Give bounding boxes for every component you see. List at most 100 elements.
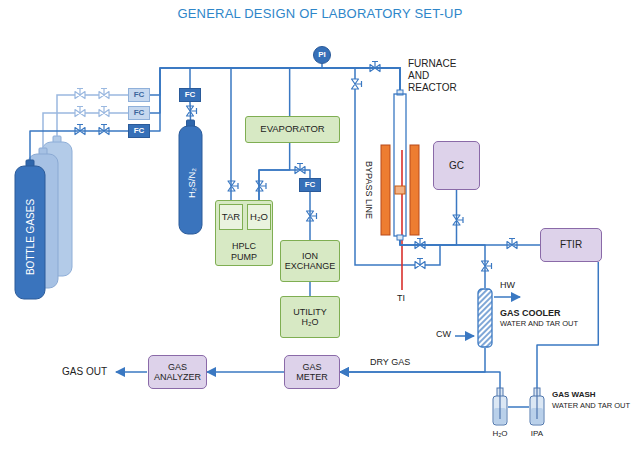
valve-symbol [99, 89, 109, 99]
reactor-tube [394, 94, 406, 236]
node-text: FC [134, 109, 145, 117]
flow-controller-box: FC [128, 88, 150, 102]
valve-symbol [256, 181, 266, 191]
instrument-box: FTIR [540, 228, 602, 262]
valve-symbol [295, 164, 305, 174]
wash-bottle: H₂O [492, 388, 508, 426]
cylinder-body [15, 166, 45, 299]
flow-controller-box: FC [128, 124, 150, 138]
node-text: IPA [531, 429, 543, 439]
annotation-label: GAS OUT [62, 366, 107, 377]
process-box: EVAPORATOR [245, 116, 340, 143]
gas-cooler: GAS COOLERWATER AND TAR OUT [476, 288, 494, 348]
dip-tube [536, 388, 537, 419]
pipe-line [400, 190, 457, 245]
process-box: UTILITY H₂O [280, 296, 340, 338]
edge-label: DRY GAS [368, 358, 412, 368]
pipe-line [340, 372, 500, 388]
diagram-title: GENERAL DESIGN OF LABORATORY SET-UP [0, 6, 640, 21]
text-holder: GAS COOLERWATER AND TAR OUT [500, 308, 578, 328]
valve-symbol [99, 125, 109, 135]
node-text: HPLC PUMP [227, 241, 261, 262]
instrument-box: GAS METER [284, 355, 340, 389]
node-text: UTILITY H₂O [284, 307, 336, 328]
annotation-label: HW [500, 281, 515, 291]
node-text: TAR [222, 212, 240, 223]
instrument-box: GAS ANALYZER [148, 355, 207, 389]
cylinder-body [179, 126, 202, 234]
catalyst-bed [395, 186, 405, 194]
wash-bottle: IPA [529, 388, 545, 426]
pipe-line [290, 68, 400, 116]
valve-symbol [75, 125, 85, 135]
valve-symbol [187, 106, 197, 116]
pipe-line [189, 102, 191, 120]
hot-water-arrow [494, 296, 520, 298]
pipe-line [309, 192, 311, 240]
flow-controller-box: FC [299, 178, 321, 192]
pipe-line [150, 68, 400, 113]
node-text: FC [134, 91, 145, 99]
indicator-circle [314, 47, 331, 64]
annotation-label: GAS WASH [552, 391, 596, 400]
node-text: GAS ANALYZER [152, 362, 203, 383]
pipe-line [231, 68, 400, 204]
node-text: FC [305, 181, 316, 189]
reactor-cap [397, 235, 403, 240]
node-text: FTIR [560, 239, 582, 251]
pipe-line [508, 406, 529, 408]
furnace-wall [381, 145, 390, 235]
node-text: BOTTLE GASES [25, 199, 36, 275]
node-text: H₂O [250, 212, 268, 223]
node-outline [492, 388, 508, 426]
node-text: ION EXCHANGE [284, 251, 336, 272]
node-text: GAS COOLER [500, 308, 578, 319]
node-text: H₂S/N₂ [185, 168, 196, 198]
text-holder: H₂O [492, 429, 507, 439]
pipe-line [340, 348, 485, 372]
text-holder: HPLC PUMP [216, 241, 272, 262]
flow-controller-box: FC [128, 106, 150, 120]
annotation-label: CW [436, 330, 451, 340]
furnace-reactor: FURNACE AND REACTOR [380, 90, 420, 240]
pipe-line [400, 240, 485, 288]
reservoir-box: TAR [219, 204, 243, 230]
reservoir-box: H₂O [247, 204, 271, 230]
node-text: FC [185, 91, 196, 99]
annotation-label: WATER AND TAR OUT [552, 402, 630, 410]
gas-cylinder: H₂S/N₂ [178, 120, 203, 235]
annotation-label: TI [397, 294, 405, 304]
valve-symbol [415, 259, 425, 269]
node-text: EVAPORATOR [260, 124, 324, 135]
gas-out-arrow [116, 371, 147, 373]
cooler-body [478, 289, 492, 347]
valve-symbol [75, 107, 85, 117]
text-holder: FURNACE AND REACTOR [408, 58, 472, 94]
gas-cylinder: BOTTLE GASES [14, 160, 46, 300]
annotation-label: BYPASS LINE [363, 161, 373, 219]
instrument-box: GC [433, 141, 480, 190]
pipe-line [30, 131, 128, 160]
text-holder: IPA [531, 429, 543, 439]
valve-symbol [99, 107, 109, 117]
node-outline [476, 288, 494, 348]
flow-controller-box: FC [179, 88, 201, 102]
bypass-line [355, 68, 440, 265]
dip-tube [499, 388, 500, 419]
cold-water-arrow [455, 335, 474, 337]
valve-symbol [453, 215, 463, 225]
valve-symbol [307, 211, 317, 221]
pale-gas-line [57, 95, 128, 136]
process-box: ION EXCHANGE [280, 240, 340, 282]
furnace-wall [410, 145, 419, 235]
pump-box: TAR H₂O HPLC PUMP [215, 200, 273, 266]
node-text: WATER AND TAR OUT [500, 319, 578, 328]
valve-symbol [482, 261, 492, 271]
pipe-line [190, 68, 400, 90]
node-text: GC [449, 160, 464, 172]
pipe-line [259, 143, 290, 204]
valve-symbol [75, 89, 85, 99]
pressure-indicator: PI [313, 46, 331, 64]
